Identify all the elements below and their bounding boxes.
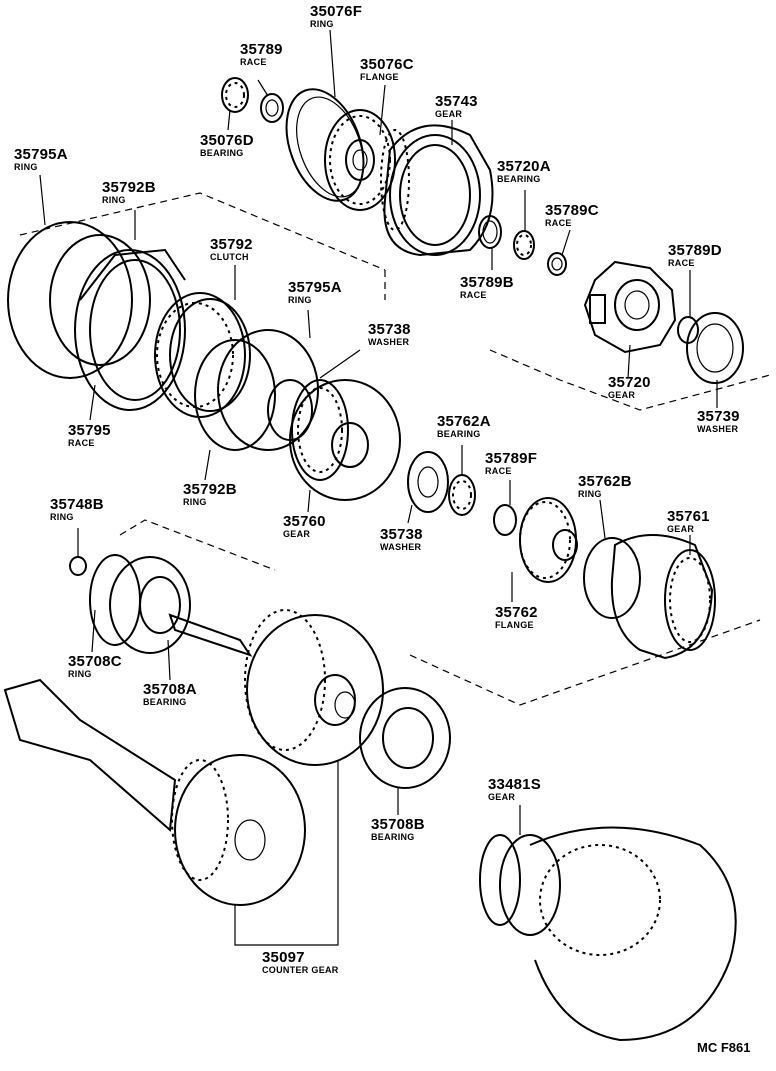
bearing-35762A-part	[448, 474, 476, 516]
assembly-outline-lower-right	[409, 619, 761, 706]
bearing-35708A-part	[109, 556, 191, 654]
race-35789C-part	[547, 252, 567, 276]
race-35795-part	[74, 248, 186, 411]
gear-35720-part	[583, 260, 677, 354]
counter-gear-35097-upper-part	[168, 609, 384, 766]
bearing-35708B-part	[359, 687, 451, 789]
race-35789-part	[260, 93, 284, 123]
ring-35795A-part	[7, 221, 133, 379]
bearing-35076D-part	[221, 77, 249, 113]
counter-gear-35097-lower-part	[3, 678, 306, 906]
ring-35792B-upper-part	[49, 234, 151, 366]
ring-35792B-lower-part	[194, 339, 276, 451]
flange-35762-part	[519, 497, 578, 583]
ring-35795A-lower-part	[217, 329, 319, 451]
washer-35739-part	[686, 312, 744, 384]
race-35789F-part	[493, 504, 517, 536]
ring-35762B-part	[583, 537, 641, 619]
diagram-code: MC F861	[697, 1040, 751, 1055]
gear-drum-35743-part	[380, 124, 494, 257]
assembly-outline-upper-right	[489, 349, 771, 411]
clutch-35792-part	[154, 292, 251, 418]
gear-35760-part	[289, 379, 401, 501]
ring-35076F-part	[285, 88, 365, 202]
ring-35748B-part	[69, 556, 87, 576]
gear-35761-part	[610, 534, 716, 660]
bearing-35720A-part	[513, 230, 535, 260]
assembly-outline-middle	[119, 519, 276, 571]
gear-33481S-part	[479, 826, 737, 1042]
assembly-outline-upper-left	[19, 192, 386, 271]
ring-35708C-part	[89, 554, 141, 646]
race-35789B-part	[478, 215, 502, 249]
washer-35738-lower-part	[407, 451, 449, 513]
